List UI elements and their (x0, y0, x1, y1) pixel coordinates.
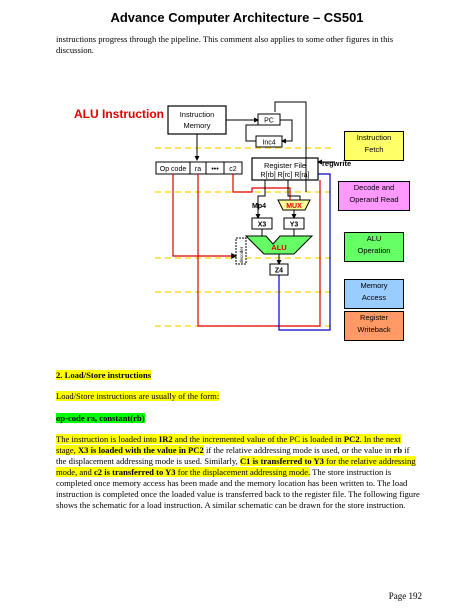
para-x3-pc2: X3 is loaded with the value in PC2 (77, 445, 204, 455)
decoder-label: decoder (239, 246, 244, 263)
alu-label: ALU (271, 243, 286, 252)
instruction-form: op-code ra, constant(rb) (56, 413, 145, 423)
usual-form-line: Load/Store instructions are usually of t… (56, 391, 422, 402)
ir-ra: ra (195, 166, 201, 173)
intro-text: instructions progress through the pipeli… (56, 34, 394, 55)
mux-label: MUX (286, 203, 302, 210)
instruction-memory-label-2: Memory (183, 121, 210, 130)
instruction-memory-label-1: Instruction (180, 110, 215, 119)
para-part-4: if the relative addressing mode is used,… (203, 445, 394, 455)
para-rb: rb (393, 445, 403, 455)
section-heading-text: 2. Load/Store instructions (56, 370, 152, 380)
section-heading: 2. Load/Store instructions (56, 370, 422, 381)
para-part-7: for the displacement addressing mode. (175, 467, 311, 477)
register-file-label: Register File (264, 161, 306, 170)
inc4-label: Inc4 (262, 140, 275, 147)
para-c1-y3: C1 is transferred to Y3 (239, 456, 324, 466)
para-part-2: and the incremented value of the PC is l… (172, 434, 344, 444)
para-ir2: IR2 (158, 434, 173, 444)
para-c2-y3: c2 is transferred to Y3 (93, 467, 176, 477)
load-store-paragraph: The instruction is loaded into IR2 and t… (56, 434, 422, 511)
page-header: Advance Computer Architecture – CS501 (110, 10, 364, 25)
para-part-8: The store instruction is completed once … (56, 467, 420, 510)
alu-instruction-diagram: ALU Instruction Instruction Memory PC In… (74, 101, 351, 331)
form-line: op-code ra, constant(rb) (56, 413, 422, 424)
register-file-ports: R[rb] R[rc] R[ra] (260, 172, 309, 179)
ir-dots: ••• (211, 166, 219, 173)
pc-label: PC (264, 118, 274, 125)
page-number: Page 192 (388, 591, 422, 601)
regwrite-label: regwrite (322, 159, 351, 168)
diagram-title: ALU Instruction (74, 107, 164, 121)
ir-c2: c2 (229, 166, 237, 173)
x3-label: X3 (258, 222, 267, 229)
y3-label: Y3 (290, 222, 299, 229)
mp4-label: Mp4 (252, 203, 266, 210)
usual-form-text: Load/Store instructions are usually of t… (56, 391, 220, 401)
ir-opcode: Op code (160, 166, 187, 173)
z4-label: Z4 (275, 268, 283, 275)
para-part-1: The instruction is loaded into (56, 434, 159, 444)
para-part-5: if the displacement addressing mode is u… (56, 445, 410, 466)
para-pc2: PC2 (343, 434, 360, 444)
